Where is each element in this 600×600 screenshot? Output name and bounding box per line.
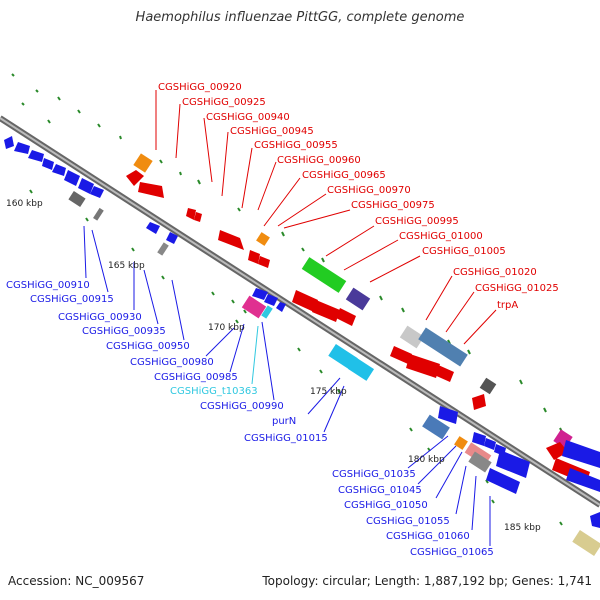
map-title: Haemophilus influenzae PittGG, complete … (135, 10, 465, 25)
gene-01015[interactable] (347, 357, 375, 381)
gene-label: CGSHiGG_01025 (475, 283, 559, 294)
gene-00995[interactable] (301, 257, 347, 293)
scale-label-170: 170 kbp (208, 323, 245, 333)
gene-01005b[interactable] (312, 300, 340, 322)
gene-00920[interactable] (133, 153, 153, 173)
gene-label: CGSHiGG_00955 (254, 140, 338, 151)
gene-label: CGSHiGG_01065 (410, 547, 494, 558)
gene-label: CGSHiGG_01050 (344, 500, 428, 511)
gene-t10363[interactable] (261, 305, 273, 319)
gene-label: CGSHiGG_00985 (154, 372, 238, 383)
gene-00945[interactable] (186, 208, 196, 220)
gene-00960[interactable] (218, 230, 244, 250)
gene-01045[interactable] (422, 414, 450, 440)
trna-leader (251, 325, 259, 385)
gene-00935[interactable] (93, 207, 104, 221)
accession-label: Accession: NC_009567 (8, 574, 145, 588)
scale-label-185: 185 kbp (504, 523, 541, 533)
bottom-leader-lines (83, 225, 491, 546)
tick-marks (11, 73, 563, 526)
gene-trpA-c[interactable] (432, 364, 454, 382)
gene-00955[interactable] (194, 212, 202, 222)
gene-label: trpA (497, 300, 518, 311)
genome-info: Topology: circular; Length: 1,887,192 bp… (262, 574, 592, 588)
gene-label: CGSHiGG_01060 (386, 531, 470, 542)
gene-red-r1[interactable] (546, 442, 568, 460)
gene-label: CGSHiGG_01045 (338, 485, 422, 496)
gene-label: CGSHiGG_01020 (453, 267, 537, 278)
gene-label: CGSHiGG_00980 (130, 357, 214, 368)
gene-trpA-a[interactable] (390, 346, 412, 364)
scale-label-180: 180 kbp (408, 455, 445, 465)
gene-label: CGSHiGG_01055 (366, 516, 450, 527)
gene-01005a[interactable] (292, 290, 318, 312)
scale-labels: 160 kbp 165 kbp 170 kbp 175 kbp 180 kbp … (6, 199, 541, 533)
bottom-gene-labels[interactable]: CGSHiGG_00910 CGSHiGG_00915 CGSHiGG_0093… (6, 280, 494, 558)
gene-00985[interactable] (241, 295, 267, 319)
gene-blue-r2[interactable] (484, 438, 496, 450)
gene-01005c[interactable] (336, 308, 356, 326)
gene-label: CGSHiGG_01015 (244, 433, 328, 444)
gene-label: CGSHiGG_00965 (302, 170, 386, 181)
gene-blue-r5[interactable] (562, 440, 600, 468)
scale-label-175: 175 kbp (310, 387, 347, 397)
gene-label: CGSHiGG_00940 (206, 112, 290, 123)
gene-label: CGSHiGG_00960 (277, 155, 361, 166)
gene-label-trna: CGSHiGG_t10363 (170, 386, 258, 397)
reverse-genes-left[interactable] (4, 136, 286, 312)
gene-label: CGSHiGG_00970 (327, 185, 411, 196)
gene-label: CGSHiGG_00925 (182, 97, 266, 108)
gene-01065[interactable] (496, 450, 530, 478)
top-leader-lines (155, 90, 497, 345)
gene-label: purN (272, 416, 296, 427)
gene-00930[interactable] (68, 190, 86, 208)
gene-red-1[interactable] (472, 394, 486, 410)
gene-01035[interactable] (438, 406, 458, 424)
gene-label: CGSHiGG_01035 (332, 469, 416, 480)
gene-01000[interactable] (345, 287, 371, 311)
gene-tan[interactable] (572, 530, 600, 556)
gene-01060[interactable] (468, 451, 492, 473)
gene-label: CGSHiGG_00930 (58, 312, 142, 323)
gene-label: CGSHiGG_01005 (422, 246, 506, 257)
gene-01025[interactable] (418, 327, 468, 367)
gene-label: CGSHiGG_01000 (399, 231, 483, 242)
gene-label: CGSHiGG_00910 (6, 280, 90, 291)
genome-backbone-highlight (0, 117, 600, 506)
gene-00940[interactable] (138, 182, 164, 198)
gene-00950[interactable] (157, 242, 169, 256)
gene-grey-1[interactable] (479, 377, 497, 395)
gene-blue-r6[interactable] (566, 468, 600, 492)
gene-label: CGSHiGG_00935 (82, 326, 166, 337)
gene-label: CGSHiGG_00945 (230, 126, 314, 137)
scale-label-160: 160 kbp (6, 199, 43, 209)
gene-label: CGSHiGG_00920 (158, 82, 242, 93)
gene-00970[interactable] (248, 250, 260, 264)
gene-label: CGSHiGG_00950 (106, 341, 190, 352)
scale-label-165: 165 kbp (108, 261, 145, 271)
gene-00975[interactable] (258, 256, 270, 268)
gene-blue-r1[interactable] (472, 432, 486, 446)
gene-blue-r7[interactable] (590, 512, 600, 528)
gene-00965[interactable] (256, 232, 270, 246)
gene-01050[interactable] (454, 436, 468, 450)
gene-label: CGSHiGG_00975 (351, 200, 435, 211)
gene-trpA-b[interactable] (406, 354, 440, 378)
gene-01020[interactable] (399, 325, 425, 349)
gene-blue-r4[interactable] (486, 468, 520, 494)
gene-label: CGSHiGG_00995 (375, 216, 459, 227)
gene-label: CGSHiGG_00915 (30, 294, 114, 305)
gene-label: CGSHiGG_00990 (200, 401, 284, 412)
top-gene-labels[interactable]: CGSHiGG_00920 CGSHiGG_00925 CGSHiGG_0094… (158, 82, 559, 311)
gene-00925[interactable] (126, 170, 144, 186)
gene-purN[interactable] (328, 344, 358, 370)
